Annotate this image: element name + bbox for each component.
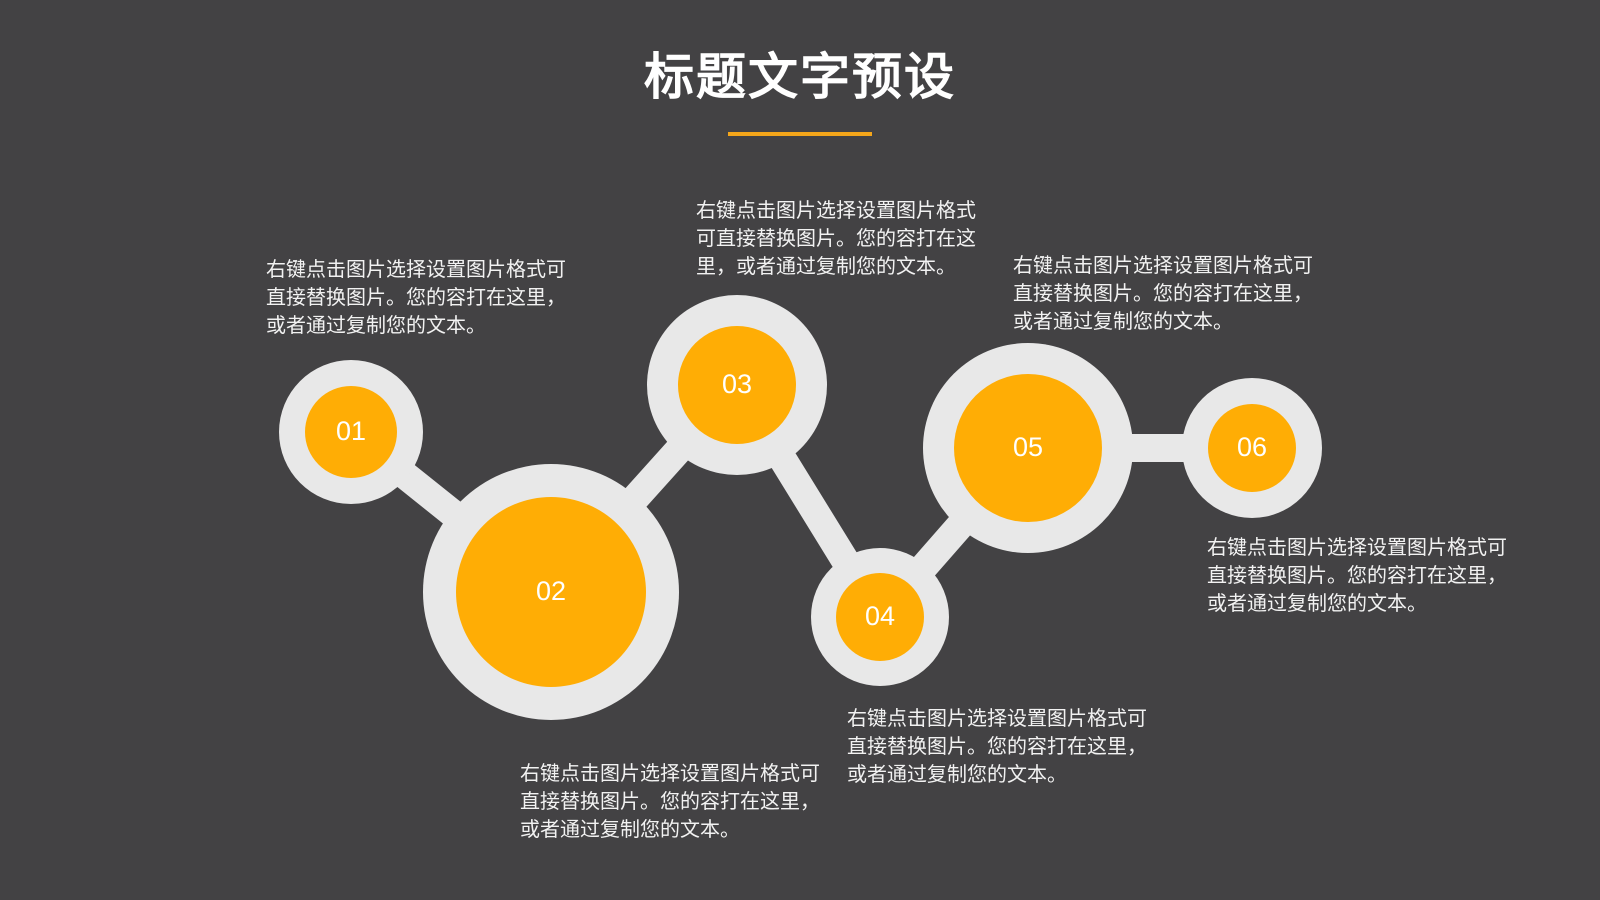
node-06: 06	[1182, 378, 1322, 518]
node-04: 04	[811, 548, 949, 686]
node-03: 03	[647, 295, 827, 475]
node-01: 01	[279, 360, 423, 504]
title-underline	[728, 132, 872, 136]
node-05-label: 05	[1013, 432, 1043, 462]
node-01-label: 01	[336, 416, 366, 446]
node-04-core	[836, 573, 924, 661]
node-02: 02	[423, 464, 679, 720]
node-03-core	[678, 326, 796, 444]
node-01-core	[305, 386, 397, 478]
node-05-description: 右键点击图片选择设置图片格式可 直接替换图片。您的容打在这里， 或者通过复制您的…	[1013, 253, 1313, 333]
node-03-description: 右键点击图片选择设置图片格式 可直接替换图片。您的容打在这 里，或者通过复制您的…	[696, 198, 976, 278]
node-05: 05	[923, 343, 1133, 553]
node-04-description: 右键点击图片选择设置图片格式可 直接替换图片。您的容打在这里， 或者通过复制您的…	[847, 706, 1147, 786]
node-01-description: 右键点击图片选择设置图片格式可 直接替换图片。您的容打在这里， 或者通过复制您的…	[266, 257, 566, 337]
node-06-label: 06	[1237, 432, 1267, 462]
node-02-core	[456, 497, 646, 687]
node-05-core	[954, 374, 1102, 522]
node-02-description: 右键点击图片选择设置图片格式可 直接替换图片。您的容打在这里， 或者通过复制您的…	[520, 761, 820, 841]
node-06-core	[1208, 404, 1296, 492]
node-04-label: 04	[865, 601, 895, 631]
node-03-label: 03	[722, 369, 752, 399]
page-title: 标题文字预设	[644, 48, 956, 106]
node-06-description: 右键点击图片选择设置图片格式可 直接替换图片。您的容打在这里， 或者通过复制您的…	[1207, 535, 1507, 615]
node-02-label: 02	[536, 576, 566, 606]
